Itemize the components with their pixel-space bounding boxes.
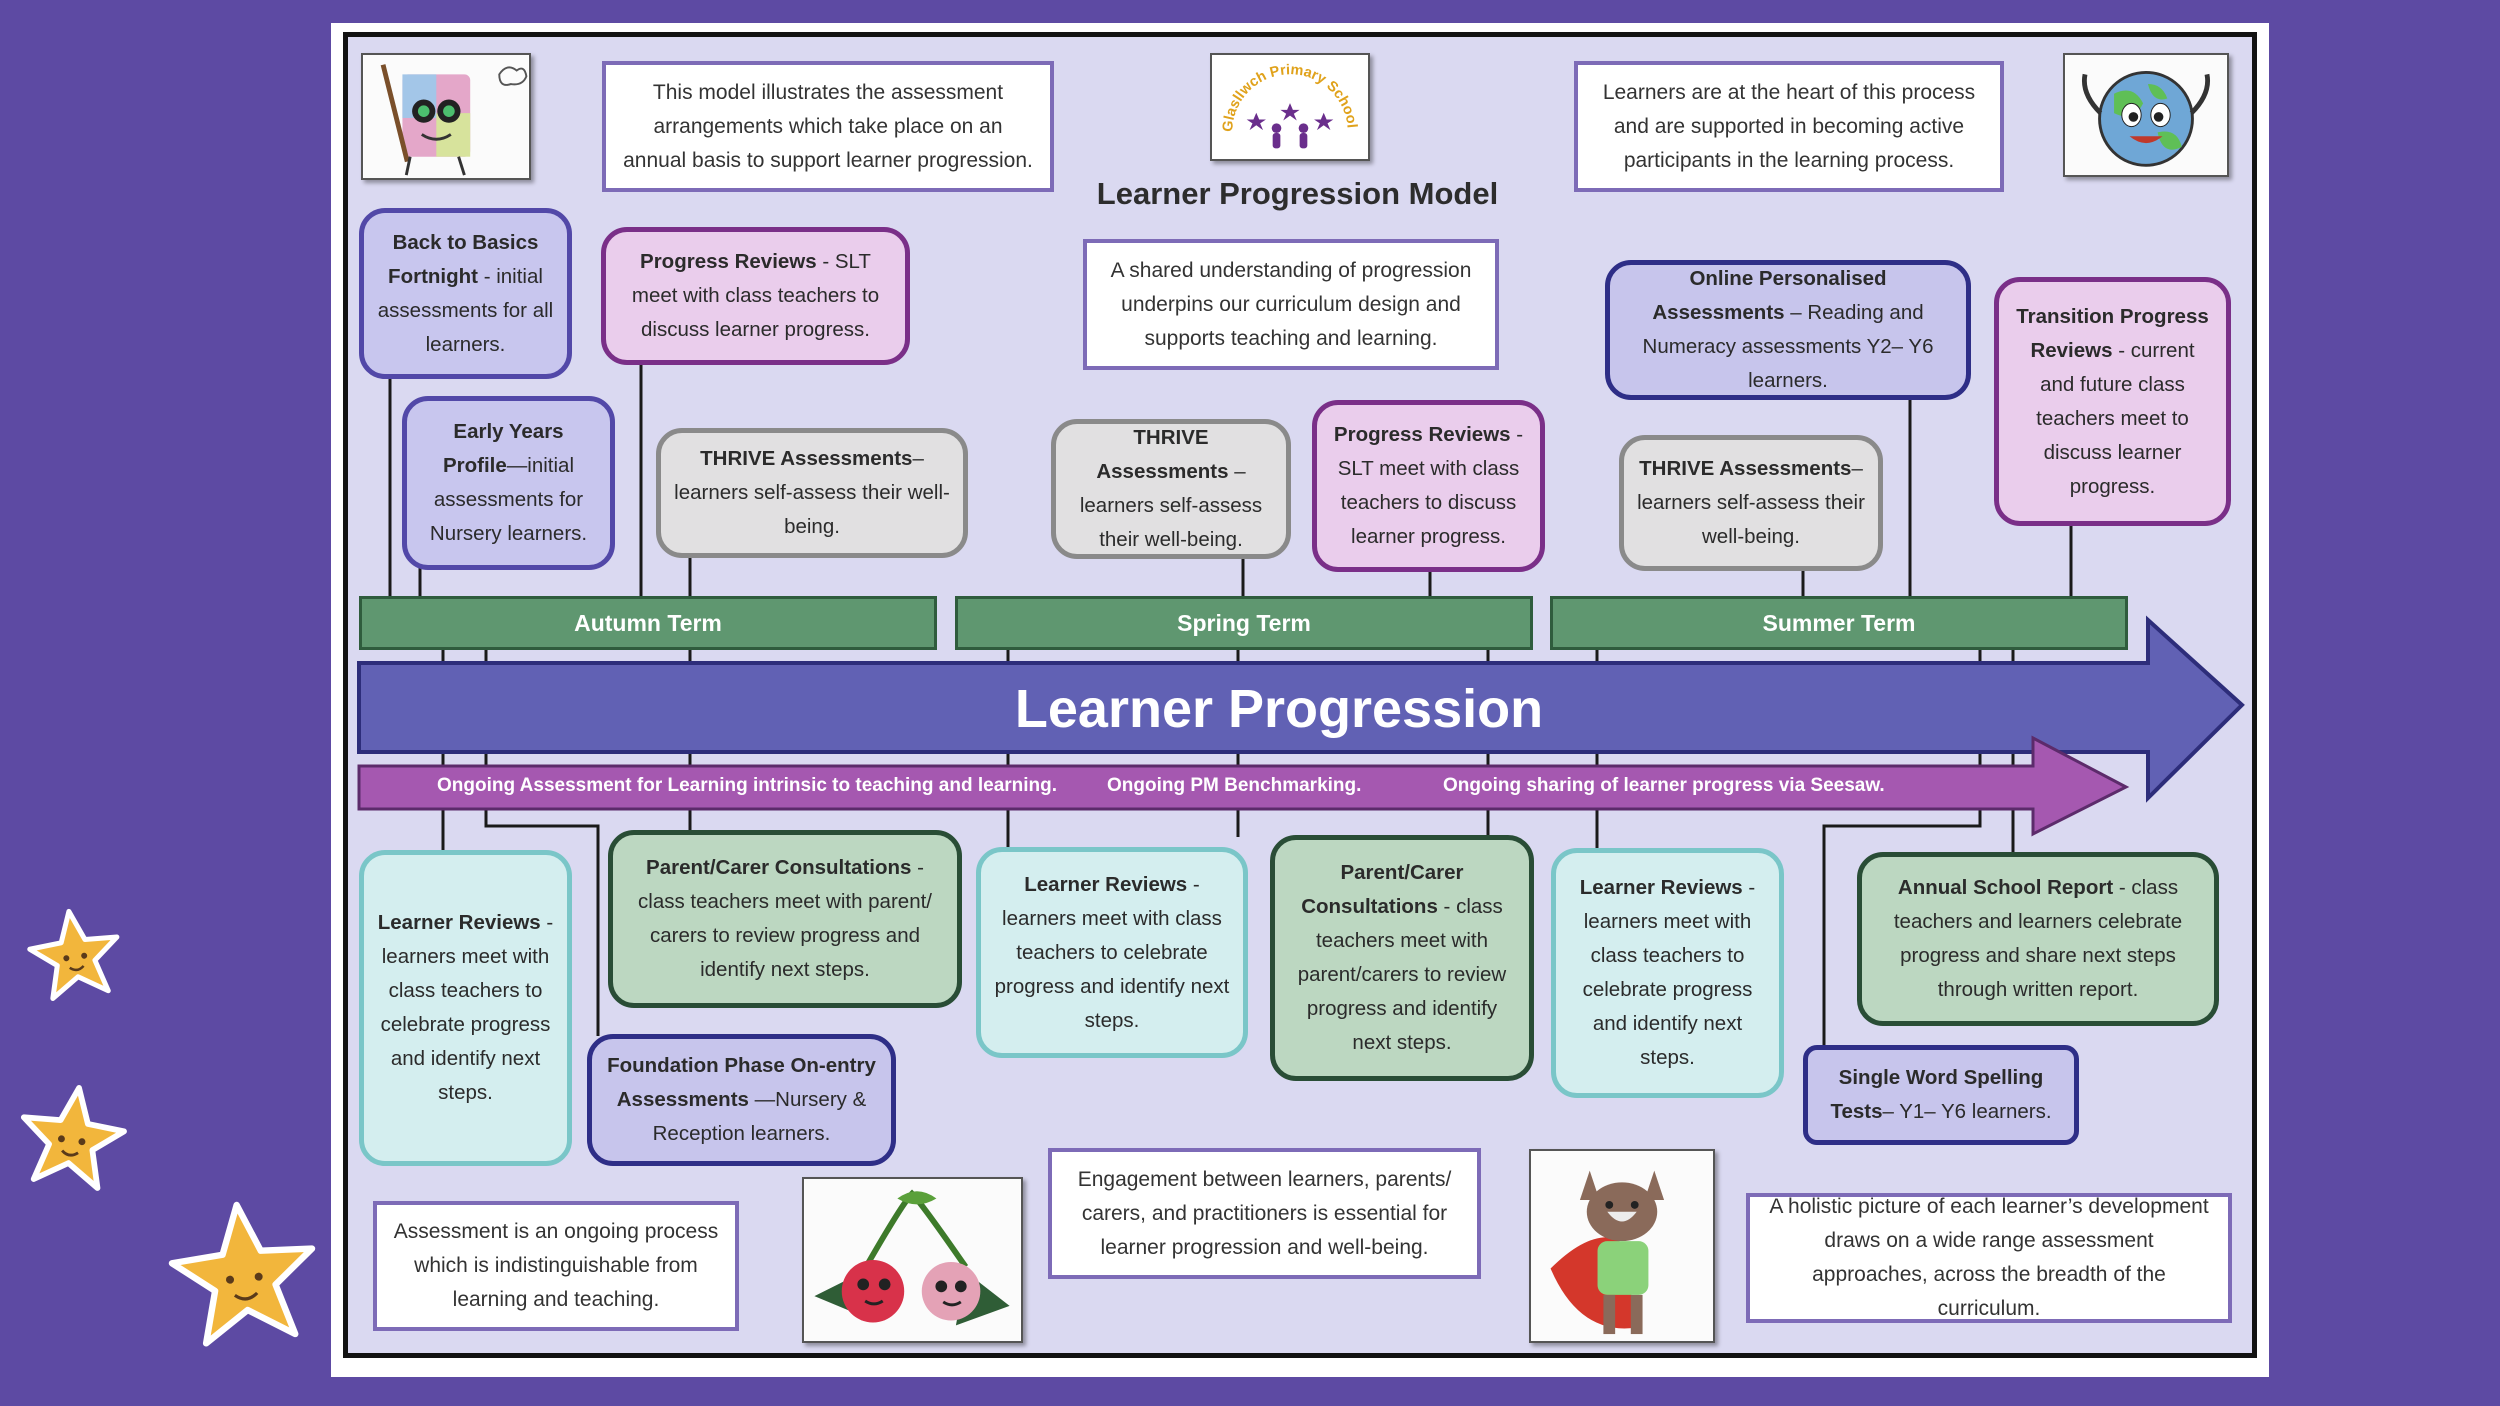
star-icon	[25, 905, 124, 1000]
star-icon	[167, 1198, 321, 1346]
star-icon	[15, 1081, 129, 1191]
